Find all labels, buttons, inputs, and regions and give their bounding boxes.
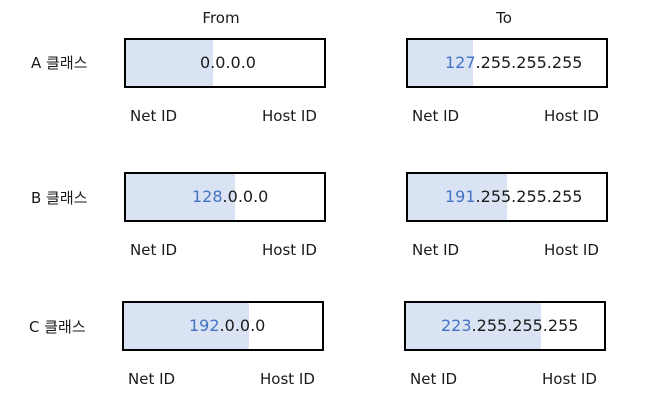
class-b-to-host-id-label: Host ID [544, 241, 599, 259]
class-a-from-address: 0.0.0.0 [200, 40, 256, 86]
class-b-to-host-part: .255.255.255 [475, 187, 583, 206]
class-b-to-box: 191.255.255.255 [406, 172, 608, 222]
class-b-from-box: 128.0.0.0 [124, 172, 326, 222]
class-b-from-address: 128.0.0.0 [192, 174, 268, 220]
column-header-from: From [202, 9, 240, 27]
class-c-to-net-fill [406, 303, 541, 349]
class-c-label: C 클래스 [29, 318, 86, 336]
class-c-from-box: 192.0.0.0 [122, 301, 324, 351]
class-b-to-net-fill [408, 174, 507, 220]
class-b-to-net-id-label: Net ID [412, 241, 460, 259]
class-b-from-host-id-label: Host ID [262, 241, 317, 259]
class-c-to-net-part: 223 [441, 316, 472, 335]
class-a-to-net-part: 127 [445, 53, 476, 72]
class-c-to-host-id-label: Host ID [542, 370, 597, 388]
class-a-from-host-id-label: Host ID [262, 107, 317, 125]
class-a-to-address: 127.255.255.255 [445, 40, 582, 86]
class-a-from-net-fill [126, 40, 214, 86]
class-b-to-net-part: 191 [445, 187, 476, 206]
class-b-label: B 클래스 [31, 189, 88, 207]
class-c-from-net-fill [124, 303, 249, 349]
class-c-to-host-part: .255.255.255 [471, 316, 579, 335]
class-a-to-host-id-label: Host ID [544, 107, 599, 125]
class-b-from-net-part: 128 [192, 187, 223, 206]
class-a-to-net-id-label: Net ID [412, 107, 460, 125]
class-c-from-net-id-label: Net ID [128, 370, 176, 388]
class-a-from-net-id-label: Net ID [130, 107, 178, 125]
class-c-from-host-part: .0.0.0 [219, 316, 266, 335]
class-a-to-net-fill [408, 40, 474, 86]
class-c-from-host-id-label: Host ID [260, 370, 315, 388]
class-a-from-box: 0.0.0.0 [124, 38, 326, 88]
class-c-to-address: 223.255.255.255 [441, 303, 578, 349]
class-c-to-net-id-label: Net ID [410, 370, 458, 388]
class-b-to-address: 191.255.255.255 [445, 174, 582, 220]
class-a-to-box: 127.255.255.255 [406, 38, 608, 88]
class-a-from-host-part: 0.0.0.0 [200, 53, 256, 72]
class-b-from-net-id-label: Net ID [130, 241, 178, 259]
class-a-label: A 클래스 [31, 54, 88, 72]
class-c-from-address: 192.0.0.0 [189, 303, 265, 349]
class-c-from-net-part: 192 [189, 316, 220, 335]
class-b-from-net-fill [126, 174, 235, 220]
class-b-from-host-part: .0.0.0 [222, 187, 269, 206]
column-header-to: To [496, 9, 512, 27]
class-c-to-box: 223.255.255.255 [404, 301, 606, 351]
class-a-to-host-part: .255.255.255 [475, 53, 583, 72]
